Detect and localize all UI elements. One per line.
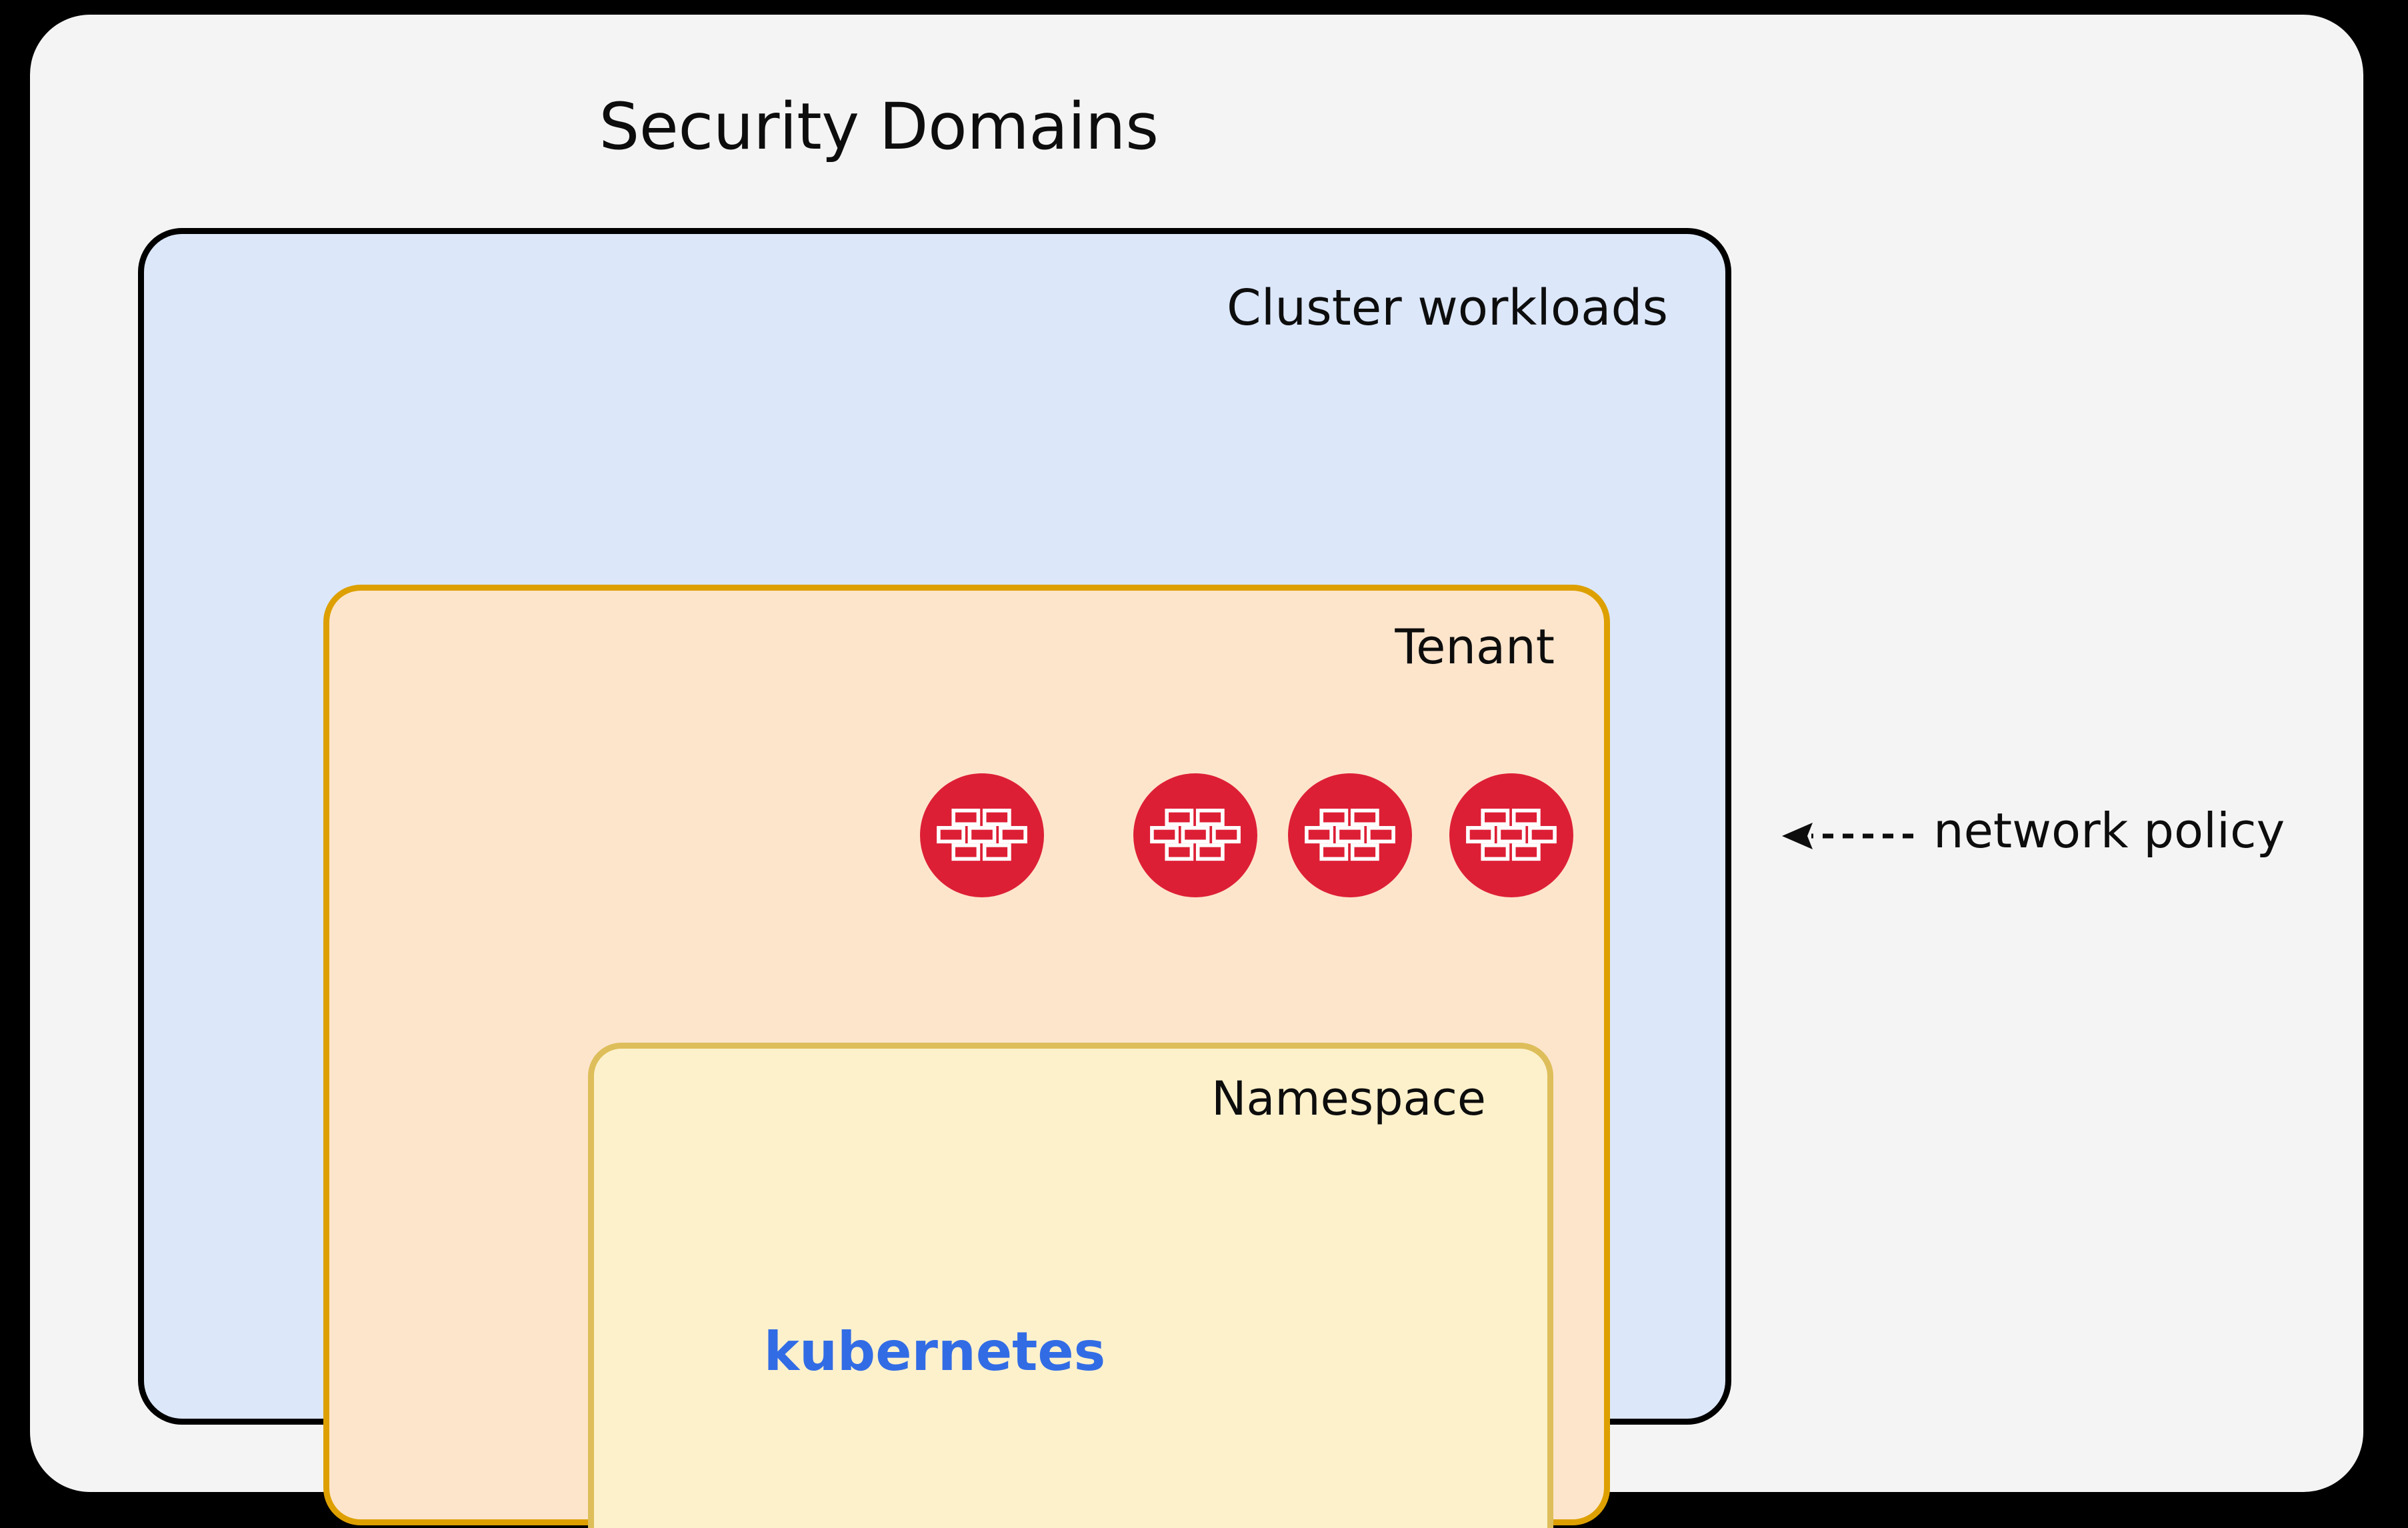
firewall-brick-icon[interactable] [1449,773,1573,897]
network-policy-arrow-icon [1782,823,1913,849]
namespace-container: Namespace Endpoint groups [588,1043,1553,1528]
firewall-brick-icon[interactable] [920,773,1044,897]
page-title: Security Domains [599,89,1159,164]
firewall-brick-icon[interactable] [1133,773,1257,897]
cluster-workloads-container: Cluster workloads Tenant Namespace Endpo… [138,228,1731,1528]
namespace-label: Namespace [1211,1071,1486,1126]
tenant-label: Tenant [1395,619,1555,675]
network-policy-label: network policy [1933,803,2285,859]
kubernetes-brand-label: kubernetes [763,1321,1106,1383]
firewall-brick-icon[interactable] [1288,773,1412,897]
cluster-workloads-label: Cluster workloads [1227,279,1668,337]
security-domains-container: Security Domains Cluster workloads Tenan… [30,15,2363,1528]
tenant-container: Tenant Namespace Endpoint groups [323,585,1610,1528]
